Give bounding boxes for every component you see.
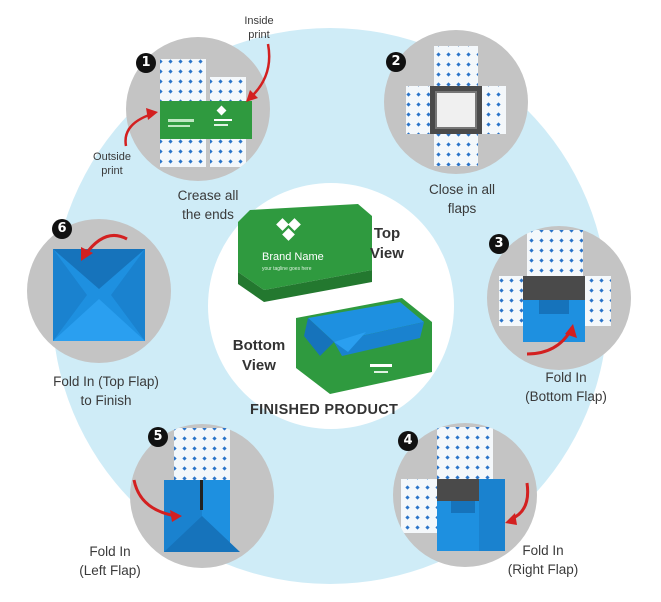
step-5-badge: 5 xyxy=(148,427,168,447)
step-4-label: Fold In(Right Flap) xyxy=(507,543,579,577)
inside-print-arrow xyxy=(246,43,271,102)
step-5-image xyxy=(130,424,274,568)
step-5-label: Fold In(Left Flap) xyxy=(79,544,141,578)
step-6-badge: 6 xyxy=(52,219,72,239)
step-3-badge: 3 xyxy=(489,234,509,254)
finished-product-label: FINISHED PRODUCT xyxy=(250,402,399,418)
brand-name-text: Brand Name xyxy=(262,251,324,263)
step-2-badge: 2 xyxy=(386,52,406,72)
outside-print-arrow xyxy=(124,108,158,147)
step-6-image xyxy=(27,219,171,363)
tagline-text: your tagline goes here xyxy=(262,266,312,272)
step-3-label: Fold In(Bottom Flap) xyxy=(525,370,607,404)
step-6-label: Fold In (Top Flap)to Finish xyxy=(53,374,159,408)
step-4-image xyxy=(393,423,537,567)
step-4-badge: 4 xyxy=(398,431,418,451)
bottom-view-box xyxy=(296,298,432,394)
step-1-badge: 1 xyxy=(136,53,156,73)
step-3-image xyxy=(487,226,631,370)
step-2-image xyxy=(384,30,528,174)
top-view-box: Brand Name your tagline goes here xyxy=(238,204,372,302)
